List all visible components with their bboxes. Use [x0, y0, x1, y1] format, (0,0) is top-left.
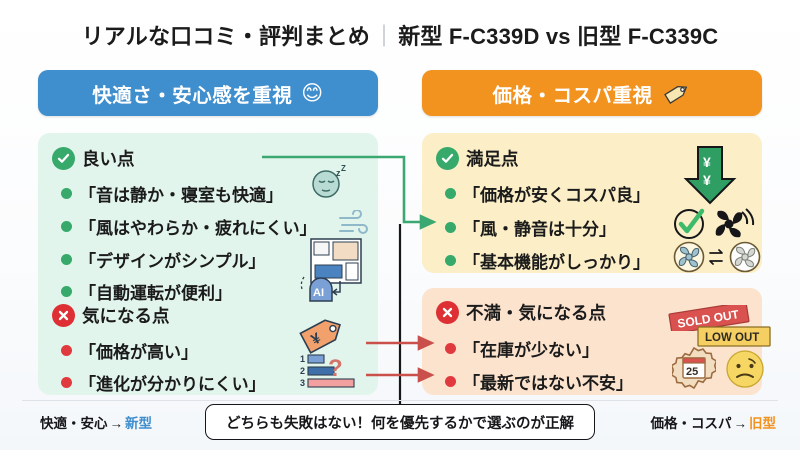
svg-text:Z: Z: [341, 164, 346, 173]
list-item: 「基本機能がしっかり」: [436, 248, 650, 273]
list-item-label: 「風はやわらか・疲れにくい」: [79, 219, 317, 238]
left-heading-concern-label: 気になる点: [82, 306, 170, 326]
footer-right-text: 価格・コスパ: [650, 416, 732, 431]
page-title: リアルな口コミ・評判まとめ｜新型 F-C339D vs 旧型 F-C339C: [0, 19, 800, 51]
list-item-label: 「デザインがシンプル」: [79, 252, 266, 271]
sleeping-face-icon: z Z: [310, 164, 350, 205]
bullet-dot: [445, 255, 456, 266]
yen-down-arrow-icon: ¥ ¥: [682, 145, 738, 212]
footer-callout-label: どちらも失敗はない！何を優先するかで選ぶのが正解: [226, 415, 574, 432]
footer-right-arrow: →: [733, 416, 748, 431]
bullet-dot: [61, 377, 72, 388]
list-item-label: 「進化が分かりにくい」: [79, 375, 266, 394]
worried-face-icon: [724, 348, 766, 395]
svg-text:¥: ¥: [703, 154, 711, 170]
x-circle-icon: [52, 304, 75, 327]
header-pill-right-label: 価格・コスパ重視: [492, 84, 653, 107]
footer-callout: どちらも失敗はない！何を優先するかで選ぶのが正解: [205, 404, 595, 440]
footer-left-summary: 快適・安心→新型: [40, 412, 152, 432]
right-heading-good-label: 満足点: [466, 149, 519, 169]
footer-divider: [22, 400, 778, 401]
svg-text:1: 1: [300, 354, 305, 364]
title-right: 新型 F-C339D vs 旧型 F-C339C: [398, 24, 719, 49]
footer-left-arrow: →: [109, 416, 124, 431]
title-left: リアルな口コミ・評判まとめ: [81, 24, 370, 49]
x-circle-icon: [436, 301, 459, 324]
ai-head-icon: AI: [296, 271, 354, 316]
bullet-dot: [61, 188, 72, 199]
wind-icon: [338, 209, 374, 241]
svg-text:3: 3: [300, 378, 305, 388]
header-pill-left-label: 快適さ・安心感を重視: [92, 84, 293, 107]
title-separator: ｜: [372, 24, 396, 49]
bullet-dot: [61, 221, 72, 232]
check-circle-icon: [436, 147, 459, 170]
left-heading-concern: 気になる点: [52, 303, 170, 328]
ranking-question-icon: 1 2 3 ?: [300, 352, 362, 395]
bullet-dot: [445, 343, 456, 354]
footer-left-accent: 新型: [125, 416, 152, 431]
right-heading-concern-label: 不満・気になる点: [466, 303, 606, 323]
price-tag-icon: [662, 78, 692, 108]
svg-text:LOW OUT: LOW OUT: [705, 332, 759, 344]
svg-text:¥: ¥: [703, 172, 711, 188]
list-item: 「風・静音は十分」: [436, 215, 616, 240]
footer-right-summary: 価格・コスパ→旧型: [651, 412, 777, 432]
footer-right-accent: 旧型: [749, 416, 776, 431]
svg-text:?: ?: [328, 355, 343, 382]
list-item-label: 「基本機能がしっかり」: [463, 253, 650, 272]
list-item-label: 「価格が安くコスパ良」: [463, 186, 650, 205]
left-heading-good: 良い点: [52, 146, 135, 171]
bullet-dot: [61, 254, 72, 265]
list-item-label: 「価格が高い」: [79, 343, 198, 362]
list-item: 「価格が高い」: [52, 338, 198, 363]
bullet-dot: [445, 376, 456, 387]
footer-left-text: 快適・安心: [40, 416, 108, 431]
sold-out-badge-icon: SOLD OUT: [668, 301, 764, 336]
floor-plan-icon: [310, 238, 362, 289]
list-item-label: 「風・静音は十分」: [463, 220, 616, 239]
bullet-dot: [61, 345, 72, 356]
list-item-label: 「在庫が少ない」: [463, 341, 599, 360]
list-item: 「最新ではない不安」: [436, 369, 633, 394]
list-item-label: 「最新ではない不安」: [463, 374, 633, 393]
price-tag-yen-icon: ¥: [297, 312, 353, 363]
right-heading-concern: 不満・気になる点: [436, 300, 606, 325]
svg-text:25: 25: [686, 366, 698, 378]
header-pill-left: 快適さ・安心感を重視 😊: [38, 70, 378, 116]
fan-check-icon: [672, 205, 758, 248]
smiley-face-icon: 😊: [301, 81, 324, 105]
list-item: 「在庫が少ない」: [436, 336, 599, 361]
fan-swap-icon: [673, 240, 761, 279]
header-pill-right: 価格・コスパ重視: [422, 70, 762, 116]
calendar-badge-icon: 25: [670, 346, 718, 395]
bullet-dot: [61, 286, 72, 297]
left-heading-good-label: 良い点: [82, 149, 135, 169]
right-heading-good: 満足点: [436, 146, 519, 171]
list-item: 「デザインがシンプル」: [52, 247, 266, 272]
list-item-label: 「音は静か・寝室も快適」: [79, 186, 283, 205]
list-item-label: 「自動運転が便利」: [79, 284, 232, 303]
svg-text:AI: AI: [313, 287, 324, 299]
bullet-dot: [445, 222, 456, 233]
bullet-dot: [445, 188, 456, 199]
svg-text:2: 2: [300, 366, 305, 376]
check-circle-icon: [52, 147, 75, 170]
list-item: 「自動運転が便利」: [52, 279, 232, 304]
list-item: 「進化が分かりにくい」: [52, 370, 266, 395]
list-item: 「音は静か・寝室も快適」: [52, 181, 283, 206]
list-item: 「風はやわらか・疲れにくい」: [52, 214, 317, 239]
list-item: 「価格が安くコスパ良」: [436, 181, 650, 206]
low-out-badge-icon: LOW OUT: [696, 324, 780, 353]
